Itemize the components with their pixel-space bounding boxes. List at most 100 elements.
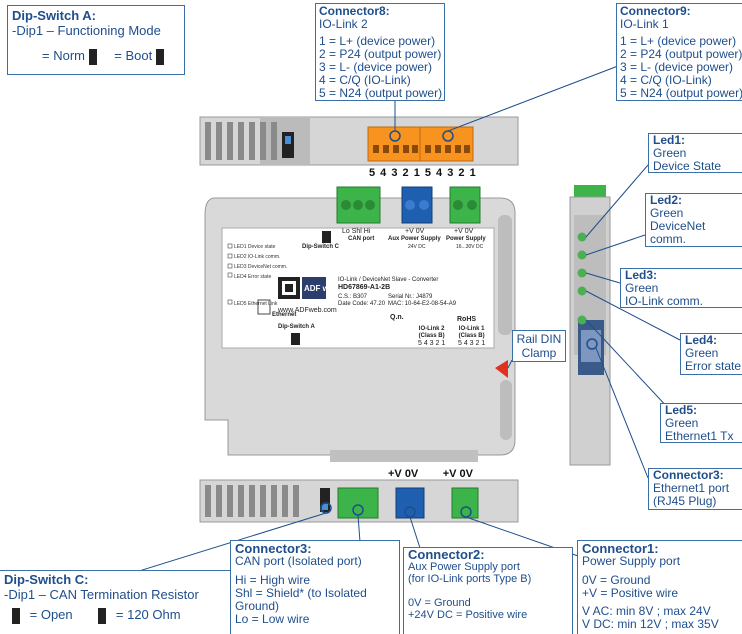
dip-120-icon bbox=[98, 607, 107, 624]
dip-switch-c-label: Dip-Switch C bbox=[302, 244, 339, 250]
dip-norm-icon bbox=[88, 48, 97, 65]
conn8-line: 4 = C/Q (IO-Link) bbox=[319, 73, 411, 87]
led4-line: Green bbox=[685, 346, 719, 360]
conn1-line: V DC: min 12V ; max 35V bbox=[582, 617, 719, 631]
connector9-callout: Connector9: IO-Link 1 1 = L+ (device pow… bbox=[616, 3, 742, 101]
conn9-line: 3 = L- (device power) bbox=[620, 60, 734, 74]
led2-line: DeviceNet bbox=[650, 219, 706, 233]
conn3b-line: CAN port (Isolated port) bbox=[235, 554, 362, 568]
power-supply-label: Power Supply bbox=[446, 236, 486, 242]
top-pin-numbers: 5 4 3 2 1 5 4 3 2 1 bbox=[369, 167, 477, 179]
led2-line: comm. bbox=[650, 232, 686, 246]
connector3-ethernet-callout: Connector3: Ethernet1 port (RJ45 Plug) bbox=[648, 468, 742, 510]
aux-power-label: Aux Power Supply bbox=[388, 236, 441, 242]
led2-title: Led2: bbox=[650, 193, 683, 207]
conn2-title: Connector2: bbox=[408, 547, 485, 562]
led-list-item: LED4 Error state bbox=[234, 274, 272, 280]
conn3b-line: Ground) bbox=[235, 599, 280, 613]
led5-title: Led5: bbox=[665, 403, 698, 417]
conn9-title: Connector9: bbox=[620, 4, 691, 18]
iolink1-name: IO-Link 1 bbox=[458, 326, 485, 332]
connector8-callout: Connector8: IO-Link 2 1 = L+ (device pow… bbox=[315, 3, 445, 101]
dip-c-open: = Open bbox=[29, 607, 73, 622]
iolink2-class: (Class B) bbox=[418, 333, 445, 339]
ethernet-label: Ethernet bbox=[272, 312, 297, 318]
led-list-item: LED1 Device state bbox=[234, 244, 276, 250]
conn3r-title: Connector3: bbox=[653, 468, 724, 482]
dip-c-ohm: = 120 Ohm bbox=[115, 607, 181, 622]
connector2-callout: Connector2: Aux Power Supply port (for I… bbox=[403, 547, 573, 634]
conn3b-line: Hi = High wire bbox=[235, 573, 311, 587]
cs-label: C.S.: B307 bbox=[338, 294, 368, 300]
led1-title: Led1: bbox=[653, 133, 686, 147]
conn3b-line: Shl = Shield* (to Isolated bbox=[235, 586, 367, 600]
connector1-callout: Connector1: Power Supply port 0V = Groun… bbox=[577, 540, 742, 634]
website-label: www.ADFweb.com bbox=[278, 307, 337, 314]
conn8-sub: IO-Link 2 bbox=[319, 17, 368, 31]
dip-boot-icon bbox=[155, 48, 164, 65]
dip-c-line1: -Dip1 – CAN Termination Resistor bbox=[4, 587, 199, 602]
dip-switch-c-callout: Dip-Switch C: -Dip1 – CAN Termination Re… bbox=[0, 570, 232, 634]
conn1-line: +V = Positive wire bbox=[582, 586, 679, 600]
dip-a-norm: = Norm bbox=[42, 48, 85, 63]
conn8-line: 3 = L- (device power) bbox=[319, 60, 433, 74]
qn-label: Q.n. bbox=[390, 314, 404, 321]
top-view bbox=[199, 116, 519, 166]
rail-line2: Clamp bbox=[521, 346, 557, 360]
conn2-line: +24V DC = Positive wire bbox=[408, 609, 528, 621]
led5-line: Ethernet1 Tx bbox=[665, 429, 734, 443]
led-list-item: LED2 IO-Link comm. bbox=[234, 254, 281, 260]
led3-line: Green bbox=[625, 281, 659, 295]
aux-pins-label: +V 0V bbox=[405, 228, 425, 235]
conn2-line: Aux Power Supply port bbox=[408, 561, 520, 573]
dip-a-title: Dip-Switch A: bbox=[12, 8, 97, 23]
led4-callout: Led4: Green Error state bbox=[680, 333, 742, 375]
conn2-line: 0V = Ground bbox=[408, 597, 471, 609]
product-code: HD67869-A1-2B bbox=[338, 284, 391, 291]
mac-label: MAC: 10-64-E2-08-54-A9 bbox=[388, 301, 457, 307]
conn9-line: 4 = C/Q (IO-Link) bbox=[620, 73, 712, 87]
rail-din-clamp-callout: Rail DIN Clamp bbox=[512, 330, 566, 362]
adfweb-logo: ADF web bbox=[304, 284, 339, 293]
side-view bbox=[569, 185, 611, 466]
conn1-line: 0V = Ground bbox=[582, 573, 651, 587]
led2-callout: Led2: Green DeviceNet comm. bbox=[645, 193, 742, 247]
iolink2-pins: 5 4 3 2 1 bbox=[418, 340, 446, 347]
product-name: IO-Link / DeviceNet Slave - Converter bbox=[338, 277, 439, 283]
conn1-line: Power Supply port bbox=[582, 554, 681, 568]
front-view bbox=[204, 186, 516, 462]
dip-switch-a-label: Dip-Switch A bbox=[278, 324, 315, 330]
conn8-line: 2 = P24 (output power) bbox=[319, 47, 442, 61]
bottom-pin-labels: +V 0V +V 0V bbox=[388, 468, 473, 480]
led1-line: Device State bbox=[653, 159, 722, 173]
rohs-label: RoHS bbox=[457, 316, 477, 323]
leader-lines bbox=[109, 65, 681, 581]
conn3b-line: Lo = Low wire bbox=[235, 612, 310, 626]
ps-pins-label: +V 0V bbox=[454, 228, 474, 235]
conn8-title: Connector8: bbox=[319, 4, 390, 18]
dip-switch-a-callout: Dip-Switch A: -Dip1 – Functioning Mode =… bbox=[7, 5, 185, 75]
dip-open-icon bbox=[12, 607, 20, 624]
conn3r-line: (RJ45 Plug) bbox=[653, 494, 717, 508]
ps-voltage-label: 16...30V DC bbox=[456, 244, 484, 250]
led5-callout: Led5: Green Ethernet1 Tx bbox=[660, 403, 742, 443]
led-list: LED1 Device state LED2 IO-Link comm. LED… bbox=[234, 242, 287, 309]
can-pins-label: Lo Shl Hi bbox=[342, 228, 371, 235]
connector3-can-callout: Connector3: CAN port (Isolated port) Hi … bbox=[230, 540, 400, 634]
date-code-label: Date Code: 47.20 bbox=[338, 301, 386, 307]
led3-title: Led3: bbox=[625, 268, 658, 282]
conn8-line: 1 = L+ (device power) bbox=[319, 34, 436, 48]
led3-line: IO-Link comm. bbox=[625, 294, 704, 308]
conn9-line: 2 = P24 (output power) bbox=[620, 47, 742, 61]
led5-line: Green bbox=[665, 416, 699, 430]
led4-title: Led4: bbox=[685, 333, 718, 347]
led2-line: Green bbox=[650, 206, 684, 220]
iolink2-name: IO-Link 2 bbox=[418, 326, 445, 332]
conn9-line: 5 = N24 (output power) bbox=[620, 86, 742, 100]
bottom-view bbox=[199, 479, 519, 523]
led3-callout: Led3: Green IO-Link comm. bbox=[620, 268, 742, 308]
led1-callout: Led1: Green Device State bbox=[648, 133, 742, 173]
conn8-line: 5 = N24 (output power) bbox=[319, 86, 443, 100]
